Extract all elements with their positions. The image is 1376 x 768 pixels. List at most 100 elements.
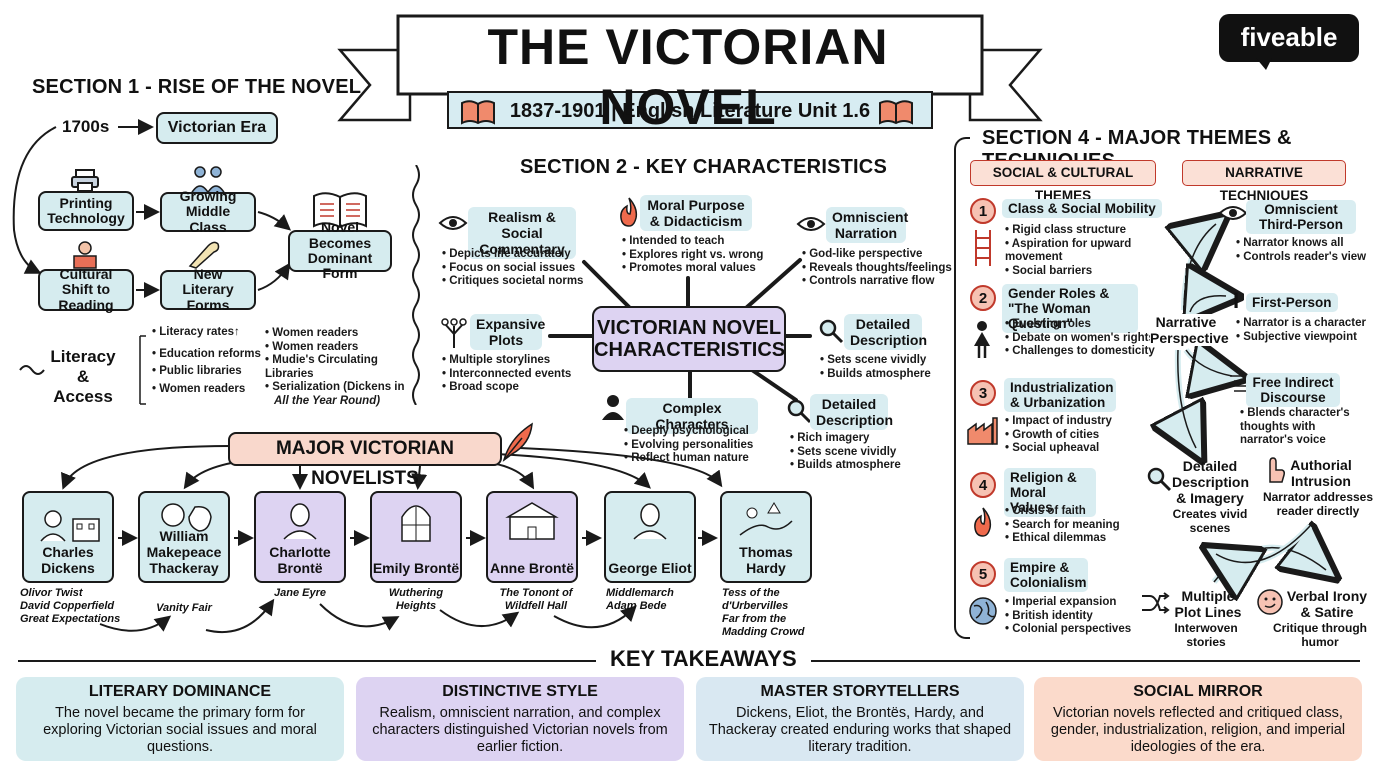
shuffle-icon	[1140, 592, 1170, 619]
detailed1-item: Sets scene vividly	[820, 354, 960, 368]
magnifier-icon	[818, 318, 844, 349]
work-item: Olivor Twist	[20, 587, 83, 599]
novelist-card: Charles Dickens	[22, 491, 114, 583]
hand-icon	[1262, 456, 1286, 489]
works-list: Vanity Fair	[138, 602, 230, 615]
smirk-face-icon	[1256, 588, 1284, 621]
theme-item: Ethical dilemmas	[1005, 532, 1145, 546]
social-header: SOCIAL & CULTURAL THEMES	[970, 160, 1156, 203]
complex-item: Deeply psychological	[624, 425, 774, 439]
novelists-title: MAJOR VICTORIAN NOVELISTS	[228, 432, 502, 489]
plots-title: Expansive Plots	[470, 314, 545, 350]
portrait-icon	[283, 503, 317, 540]
eye-icon	[1218, 203, 1248, 228]
start-year: 1700s	[62, 117, 110, 136]
literacy-item-cont: All the Year Round)	[274, 394, 381, 407]
omniscient-item: Controls narrative flow	[802, 275, 962, 289]
novelist-name: Anne Brontë	[490, 560, 574, 576]
novelist-name: Emily Brontë	[372, 560, 460, 576]
middle-class-box: Growing Middle Class	[160, 188, 256, 234]
moral-title: Moral Purpose & Didacticism	[640, 195, 752, 231]
narrative-connectors	[1140, 190, 1376, 620]
work-item: The Tonont of Wildfell Hall	[499, 587, 573, 612]
complex-list: Deeply psychological Evolving personalit…	[624, 425, 774, 466]
book-icon	[878, 99, 914, 130]
novelist-name: Charles Dickens	[41, 544, 95, 576]
novelist-card: Anne Brontë	[486, 491, 578, 583]
theatre-masks-icon	[161, 503, 212, 532]
ladder-icon	[972, 228, 994, 273]
omniscient-item: Reveals thoughts/feelings	[802, 262, 962, 276]
manor-icon	[505, 502, 559, 540]
realism-list: Depicts life accurately Focus on social …	[442, 248, 592, 289]
moral-item: Explores right vs. wrong	[622, 249, 772, 263]
theme-item: Social barriers	[1005, 265, 1140, 279]
magnifier-icon	[786, 398, 812, 429]
realism-item: Focus on social issues	[442, 262, 592, 276]
flame-icon	[616, 196, 642, 233]
literacy-list-1: Literacy rates↑ Education reforms Public…	[152, 326, 262, 396]
theme-items: Evolving roles Debate on women's rights …	[1005, 318, 1155, 359]
omniscient-title: Omniscient Narration	[826, 207, 908, 243]
dickens-icon	[40, 510, 100, 542]
technique-item: Blends character's thoughts with narrato…	[1240, 407, 1350, 448]
factory-icon	[966, 416, 998, 451]
flame-icon	[970, 506, 996, 543]
eye-icon	[796, 214, 826, 239]
theme-item: Aspiration for upward movement	[1005, 238, 1140, 265]
globe-icon	[968, 596, 998, 631]
theme-number-badge: 1	[970, 198, 996, 224]
irony-desc: Critique through humor	[1273, 621, 1367, 649]
branch-icon	[440, 316, 468, 355]
theme-item: Evolving roles	[1005, 318, 1155, 332]
literacy-item: Education reforms	[152, 348, 262, 362]
cursor-icon: I	[1233, 288, 1240, 313]
reader-icon	[70, 240, 100, 275]
magnifier-icon	[1146, 466, 1172, 497]
novelist-name: Thomas Hardy	[739, 544, 793, 576]
quill-icon	[500, 420, 536, 469]
page-subtitle: 1837-1901 | English Literature Unit 1.6	[509, 100, 871, 122]
takeaway-card: SOCIAL MIRROR Victorian novels reflected…	[1034, 677, 1362, 761]
lines-icon	[1228, 372, 1248, 397]
literacy-item: Women readers	[265, 327, 405, 341]
theme-item: Imperial expansion	[1005, 596, 1145, 610]
detailed2-item: Builds atmosphere	[790, 459, 930, 473]
detailed-imagery-desc: Creates vivid scenes	[1172, 507, 1248, 535]
work-item: Great Expectations	[20, 613, 121, 625]
technique-item: Controls reader's view	[1236, 251, 1376, 265]
literacy-item: Mudie's Circulating Libraries	[265, 354, 405, 381]
center-label: VICTORIAN NOVEL CHARACTERISTICS	[594, 317, 786, 361]
logo-tail-icon	[1256, 58, 1272, 70]
novelist-name: William Makepeace Thackeray	[146, 528, 222, 576]
theme-items: Impact of industry Growth of cities Soci…	[1005, 415, 1145, 456]
printer-icon	[70, 168, 100, 197]
theme-title: Class & Social Mobility	[1002, 199, 1162, 218]
section1-connectors	[12, 119, 292, 405]
takeaway-body: Dickens, Eliot, the Brontës, Hardy, and …	[708, 705, 1012, 755]
detailed2-item: Rich imagery	[790, 432, 930, 446]
landscape-icon	[739, 502, 793, 536]
detailed1-title: Detailed Description	[844, 314, 927, 350]
cultural-shift-box: Cultural Shift to Reading	[38, 266, 134, 312]
first-person-list: Narrator is a character Subjective viewp…	[1236, 317, 1376, 344]
work-item: Tess of the d'Urbervilles	[722, 587, 789, 612]
brand-logo: fiveable	[1219, 14, 1359, 62]
authorial-title: Authorial Intrusion	[1290, 457, 1352, 489]
irony-title: Verbal Irony & Satire	[1286, 588, 1368, 620]
victorian-era-box: Victorian Era	[156, 112, 278, 144]
works-list: Wuthering Heights	[384, 587, 448, 613]
detailed2-list: Rich imagery Sets scene vividly Builds a…	[790, 432, 930, 473]
center-characteristics: VICTORIAN NOVEL CHARACTERISTICS	[592, 306, 786, 372]
brand-name: fiveable	[1240, 22, 1338, 52]
theme-item: Crisis of faith	[1005, 505, 1145, 519]
theme-item: Colonial perspectives	[1005, 623, 1145, 637]
theme-item: Growth of cities	[1005, 429, 1145, 443]
works-list: The Tonont of Wildfell Hall	[488, 587, 584, 613]
novelist-card: George Eliot	[604, 491, 696, 583]
theme-number-badge: 4	[970, 472, 996, 498]
novelists-title-text: MAJOR VICTORIAN NOVELISTS	[275, 438, 455, 489]
theme-item: Impact of industry	[1005, 415, 1145, 429]
literacy-item: Women readers	[265, 341, 405, 355]
gothic-window-icon	[401, 505, 431, 542]
